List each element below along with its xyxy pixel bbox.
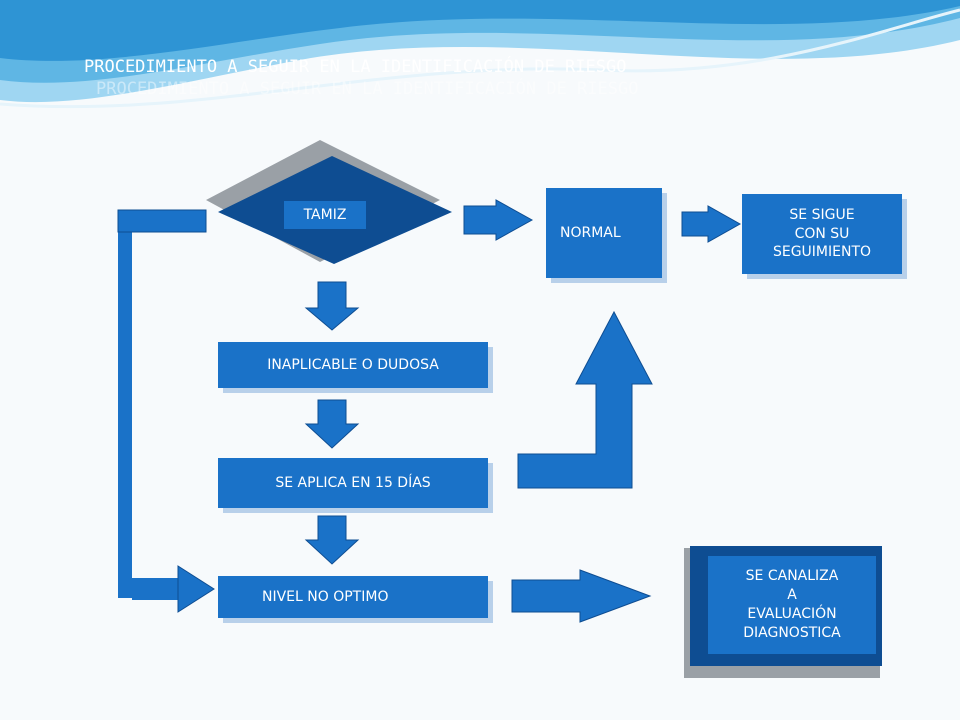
canaliza-line-3: EVALUACIÓN [747,606,837,622]
seguimiento-line-2: CON SU [794,225,850,242]
seguimiento-line-1: SE SIGUE [789,206,855,223]
aplica15-text: SE APLICA EN 15 DÍAS [275,474,431,491]
slide-title: PROCEDIMIENTO A SEGUIR EN LA IDENTIFICAC… [84,55,626,77]
nivel-no-optimo-box: NIVEL NO OPTIMO [218,576,488,618]
canaliza-line-4: DIAGNOSTICA [743,624,841,641]
normal-text: NORMAL [560,224,621,241]
loop-bracket [117,209,215,613]
aplica15-box: SE APLICA EN 15 DÍAS [218,458,488,508]
tamiz-text: TAMIZ [303,206,347,223]
inaplicable-text: INAPLICABLE O DUDOSA [267,356,439,373]
slide-title-shadow: PROCEDIMIENTO A SEGUIR EN LA IDENTIFICAC… [96,77,638,99]
canaliza-line-2: A [787,587,797,604]
inaplicable-box: INAPLICABLE O DUDOSA [218,342,488,388]
canaliza-line-1: SE CANALIZA [745,568,839,585]
nivel-no-optimo-text: NIVEL NO OPTIMO [262,588,389,605]
arrows [304,199,742,623]
tamiz-label: TAMIZ [284,201,366,229]
seguimiento-line-3: SEGUIMIENTO [772,244,872,261]
normal-box: NORMAL [546,188,662,278]
canaliza-box: SE CANALIZA A EVALUACIÓN DIAGNOSTICA [708,556,876,654]
seguimiento-box: SE SIGUE CON SU SEGUIMIENTO [742,194,902,274]
header-waves [0,0,960,109]
